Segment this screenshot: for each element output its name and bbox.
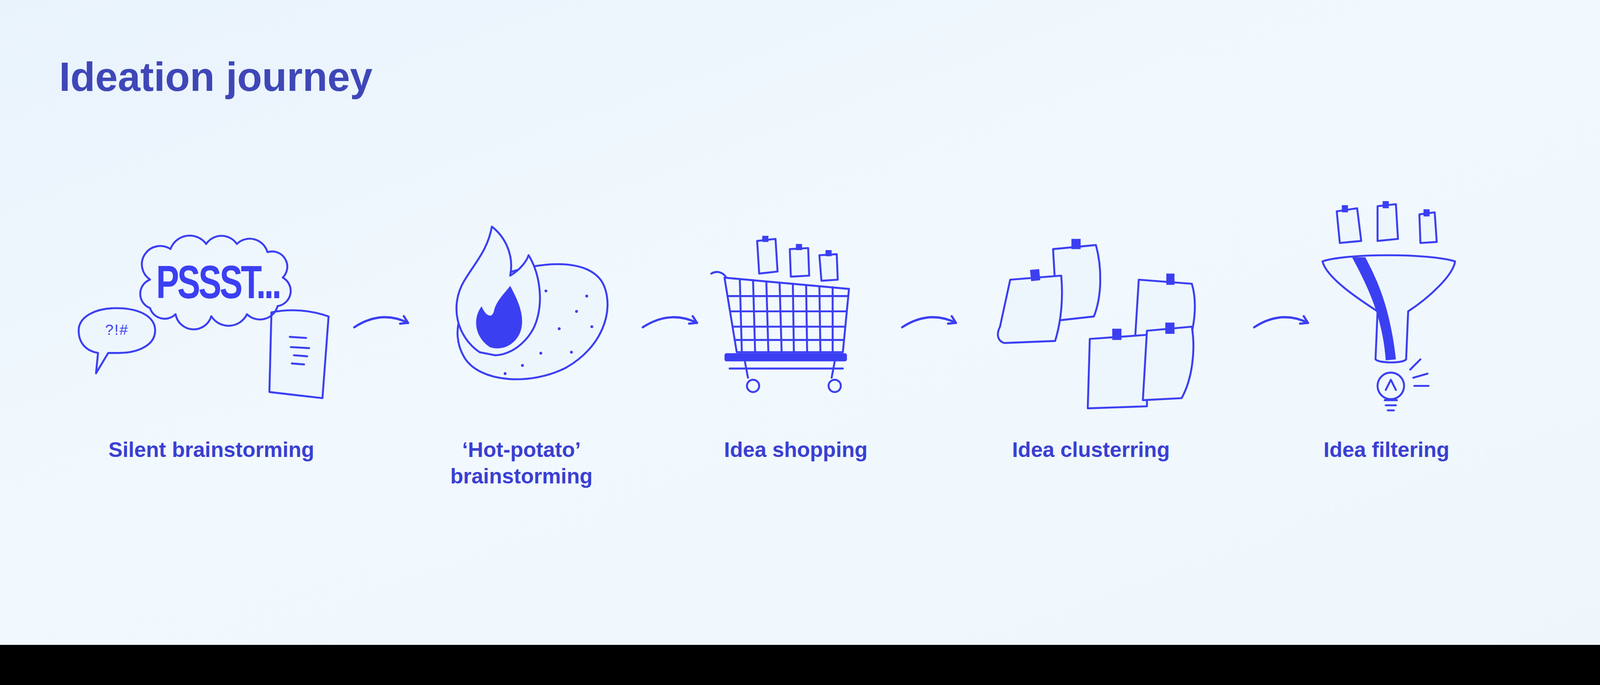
- potato-icon: [456, 226, 608, 380]
- step-label: Silent brainstorming: [108, 436, 315, 464]
- potato-icon: [544, 289, 548, 293]
- cart-icon: [746, 379, 760, 393]
- arrow-head: [400, 316, 409, 324]
- cart-icon: [789, 247, 810, 277]
- cart-icon: [795, 243, 802, 251]
- funnel-icon: [1336, 208, 1362, 244]
- potato-icon: [575, 310, 578, 313]
- flow-arrow: [354, 316, 409, 328]
- flow-arrow: [1254, 316, 1308, 328]
- cart-icon: [724, 353, 847, 362]
- funnel-icon: [1341, 205, 1349, 213]
- cart-icon: [729, 361, 844, 378]
- diagram-title: Ideation journey: [59, 53, 373, 101]
- sticky-notes-icon: [997, 239, 1196, 409]
- cart-icon: [762, 236, 769, 243]
- potato-icon: [456, 226, 540, 356]
- potato-icon: [503, 372, 507, 375]
- arrow-line: [642, 317, 697, 328]
- speech-bubble-outline: [78, 308, 155, 374]
- cart-icon: [724, 277, 849, 353]
- stage-node: Idea filtering: [1314, 211, 1500, 495]
- cart-icon: [739, 279, 833, 353]
- cart-icon: [828, 379, 841, 393]
- arrow-line: [902, 317, 956, 328]
- potato-icon: [569, 350, 573, 354]
- cart-icon: [756, 239, 778, 274]
- potato-icon: [585, 294, 589, 298]
- funnel-icon: [1410, 359, 1429, 386]
- flow-arrow: [642, 316, 697, 328]
- funnel-icon: [1384, 379, 1398, 411]
- potato-icon: [520, 363, 524, 367]
- arrow-line: [354, 317, 409, 328]
- funnel-icon: [1322, 201, 1456, 411]
- cart-icon: [819, 254, 838, 281]
- potato-icon: [539, 352, 543, 355]
- sticky-notes-icon: [1087, 334, 1147, 409]
- sticky-notes-icon: [1165, 322, 1175, 334]
- bubble-text: ?!#: [77, 306, 157, 353]
- funnel-icon: [1377, 204, 1398, 241]
- stage-node: Idea clusterring: [962, 211, 1248, 495]
- cart-icon: [727, 296, 848, 341]
- document-icon: [289, 337, 310, 365]
- stage-node: ‘Hot-potato’ brainstorming: [414, 211, 637, 495]
- illustrations: [269, 201, 1456, 411]
- cart-icon: [825, 250, 832, 257]
- funnel-icon: [1352, 257, 1396, 361]
- sticky-notes-icon: [1142, 326, 1194, 401]
- funnel-icon: [1423, 209, 1430, 217]
- potato-icon: [475, 285, 522, 349]
- document-icon: [269, 310, 329, 398]
- sticky-notes-icon: [1030, 269, 1041, 282]
- cart-icon: [711, 236, 849, 393]
- sticky-notes-icon: [1112, 328, 1122, 340]
- potato-icon: [590, 325, 593, 328]
- sticky-notes-icon: [1166, 273, 1175, 285]
- step-label: Idea shopping: [723, 436, 868, 464]
- step-label: Idea clusterring: [1011, 436, 1170, 464]
- speech-bubble: ?!#: [77, 306, 157, 376]
- arrow-head: [1300, 316, 1308, 324]
- funnel-icon: [1382, 201, 1389, 209]
- funnel-icon: [1377, 372, 1405, 400]
- arrow-head: [948, 316, 956, 324]
- stage-node: Idea shopping: [703, 211, 896, 495]
- step-label: Idea filtering: [1323, 436, 1450, 464]
- step-label: ‘Hot-potato’ brainstorming: [424, 436, 619, 490]
- arrow-line: [1254, 317, 1308, 328]
- potato-icon: [557, 327, 561, 330]
- stage-node: Silent brainstorming PSSST...?!#: [66, 211, 348, 495]
- arrow-head: [689, 316, 697, 324]
- bubble-text: PSSST...: [139, 221, 297, 342]
- funnel-icon: [1419, 212, 1437, 243]
- thought-cloud: PSSST...: [139, 236, 297, 327]
- footer-bar: [0, 644, 1600, 685]
- sticky-notes-icon: [1071, 239, 1081, 250]
- speech-bubble-outline: [77, 306, 157, 376]
- sticky-notes-icon: [997, 275, 1062, 344]
- flow-arrow: [902, 316, 956, 328]
- document-icon: [269, 310, 329, 398]
- funnel-icon: [1322, 255, 1456, 363]
